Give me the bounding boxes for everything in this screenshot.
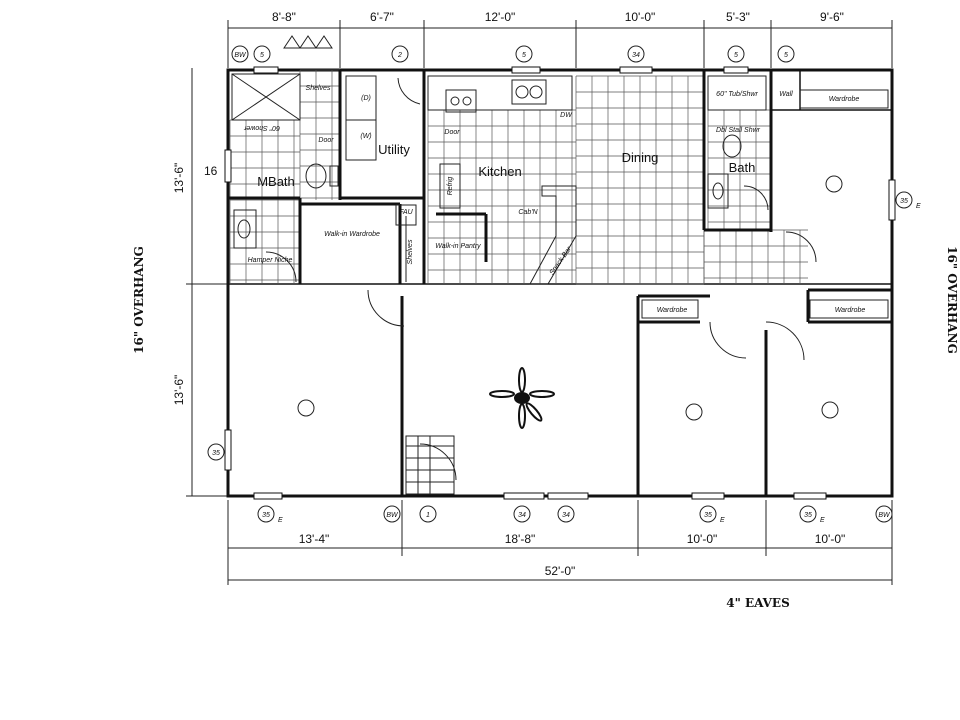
dbl-stall-shower-label: Dbl Stall Shwr xyxy=(716,127,761,134)
left-dimension-line: 13'-6" 13'-6" 16 xyxy=(172,68,228,497)
svg-text:35: 35 xyxy=(262,512,270,519)
room-kitchen: Kitchen xyxy=(478,164,521,179)
bottom-dim-1: 13'-4" xyxy=(299,532,330,546)
svg-text:35: 35 xyxy=(900,198,908,205)
hose-bib-label: BW xyxy=(234,52,247,59)
svg-text:35: 35 xyxy=(212,450,220,457)
top-dim-5: 5'-3" xyxy=(726,10,750,24)
svg-text:BW: BW xyxy=(878,512,891,519)
master-shower: 60" Shower xyxy=(231,73,301,131)
svg-text:(W): (W) xyxy=(360,133,371,140)
top-dim-2: 6'-7" xyxy=(370,10,394,24)
svg-text:1: 1 xyxy=(426,512,430,519)
interior-walls-bottom xyxy=(400,288,892,496)
svg-text:E: E xyxy=(278,517,283,524)
top-dimension-line: 8'-8" 6'-7" 12'-0" 10'-0" 5'-3" 9'-6" xyxy=(227,10,893,68)
svg-text:(D): (D) xyxy=(361,95,371,102)
svg-text:2: 2 xyxy=(397,52,402,59)
svg-text:E: E xyxy=(916,203,921,210)
windows xyxy=(224,66,896,500)
door-swings xyxy=(265,77,817,481)
ceiling-fan-icon xyxy=(489,367,555,429)
sink-icon xyxy=(707,173,729,209)
bottom-dim-2: 18'-8" xyxy=(505,532,536,546)
svg-text:60" Tub/Shwr: 60" Tub/Shwr xyxy=(716,91,758,98)
dw-label: DW xyxy=(560,112,573,119)
cab-label: Cab'N xyxy=(518,209,538,216)
room-master-bath: MBath xyxy=(257,174,295,189)
svg-text:E: E xyxy=(720,517,725,524)
svg-text:5: 5 xyxy=(260,52,264,59)
svg-text:Snack Bar: Snack Bar xyxy=(549,245,574,276)
bottom-dim-3: 10'-0" xyxy=(687,532,718,546)
toilet-icon xyxy=(722,134,742,158)
left-dim-upper: 13'-6" xyxy=(172,163,186,194)
svg-text:5: 5 xyxy=(784,52,788,59)
sink-icon xyxy=(233,209,257,249)
eaves-label: 4" EAVES xyxy=(726,596,790,610)
room-dining: Dining xyxy=(622,150,659,165)
top-dim-1: 8'-8" xyxy=(272,10,296,24)
shelves-label-2: Shelves xyxy=(407,239,414,264)
svg-text:34: 34 xyxy=(632,52,640,59)
top-dim-3: 12'-0" xyxy=(485,10,516,24)
hamper-niche-label: Hamper Niche xyxy=(248,257,293,264)
svg-text:BW: BW xyxy=(386,512,399,519)
svg-text:34: 34 xyxy=(518,512,526,519)
svg-text:34: 34 xyxy=(562,512,570,519)
stair-hatch xyxy=(405,435,455,495)
walk-in-pantry-label: Walk-in Pantry xyxy=(435,243,481,250)
svg-text:60" Shower: 60" Shower xyxy=(243,124,280,131)
door-label-kitchen: Door xyxy=(444,129,460,136)
wardrobe-label-bed4: Wardrobe xyxy=(835,307,866,314)
tub-shower: 60" Tub/Shwr xyxy=(707,75,767,111)
wardrobe-label-bed3: Wardrobe xyxy=(657,307,688,314)
snack-bar: Snack Bar xyxy=(529,185,577,285)
top-dim-6: 9'-6" xyxy=(820,10,844,24)
room-utility: Utility xyxy=(378,142,410,157)
top-dim-4: 10'-0" xyxy=(625,10,656,24)
overhang-left-label: 16" OVERHANG xyxy=(132,246,146,354)
wall-label: Wall xyxy=(779,91,793,98)
svg-text:5: 5 xyxy=(734,52,738,59)
refrigerator: Refrig xyxy=(439,163,461,209)
overall-dimension: 52'-0" xyxy=(545,564,576,578)
svg-text:5: 5 xyxy=(522,52,526,59)
ceiling-light-icon xyxy=(297,175,843,421)
wardrobe-label-top: Wardrobe xyxy=(829,96,860,103)
symbol-markers: BW 5 2 5 34 5 5 35 E 35 35 E BW 1 34 34 … xyxy=(207,45,921,524)
triangle-marks xyxy=(283,35,333,49)
fau-label: FAU xyxy=(399,209,413,216)
shelves-label-1: Shelves xyxy=(306,85,331,92)
washer-dryer: (D) (W) xyxy=(345,75,377,161)
room-bath: Bath xyxy=(729,160,756,175)
svg-text:35: 35 xyxy=(704,512,712,519)
door-label-1: Door xyxy=(318,137,334,144)
svg-text:Refrig: Refrig xyxy=(447,177,454,196)
toilet-icon xyxy=(305,163,339,189)
walk-in-wardrobe-label: Walk-in Wardrobe xyxy=(324,231,380,238)
svg-text:35: 35 xyxy=(804,512,812,519)
svg-text:E: E xyxy=(820,517,825,524)
bottom-dimension-line: 13'-4" 18'-8" 10'-0" 10'-0" 52'-0" xyxy=(227,500,893,585)
left-dim-lower: 13'-6" xyxy=(172,375,186,406)
side-number: 16 xyxy=(204,164,218,178)
bottom-dim-4: 10'-0" xyxy=(815,532,846,546)
overhang-right-label: 16" OVERHANG xyxy=(945,246,959,354)
kitchen-counter xyxy=(427,75,573,113)
